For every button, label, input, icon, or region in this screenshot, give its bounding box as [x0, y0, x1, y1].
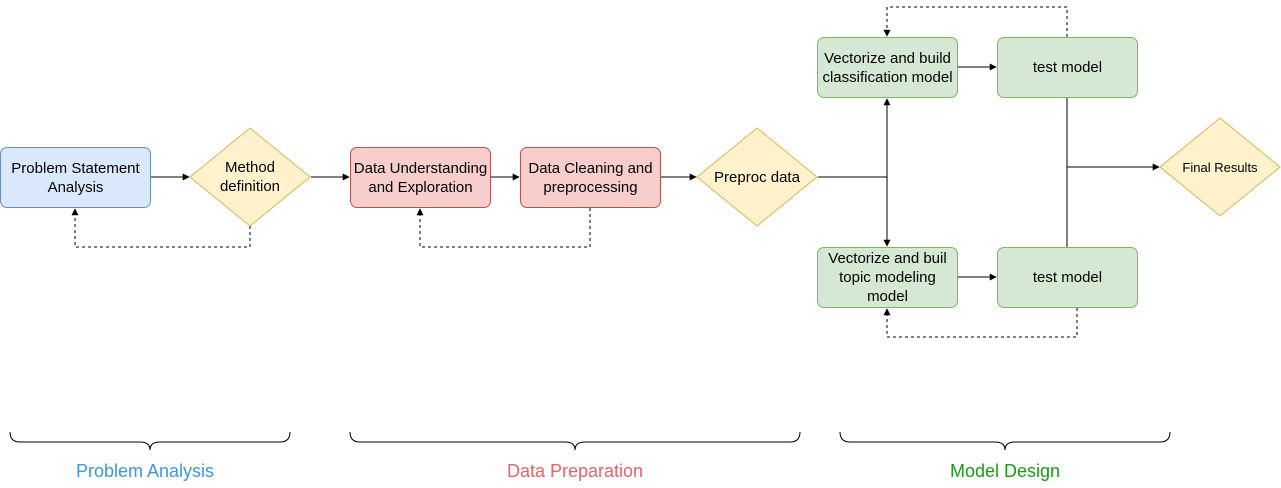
feedback-cleaning-to-understanding	[416, 208, 591, 248]
feedback-method-to-problem	[71, 208, 251, 248]
vectorize-topic-box[interactable]: Vectorize and buil topic modeling model	[817, 247, 958, 308]
vectorize-classification-label: Vectorize and build classification model	[822, 49, 953, 86]
vectorize-classification-box[interactable]: Vectorize and build classification model	[817, 37, 958, 98]
preproc-data-diamond[interactable]	[696, 127, 818, 227]
feedback-test-to-classification	[883, 6, 1068, 37]
final-results-label: Final Results	[1182, 159, 1258, 175]
brace-data-preparation	[349, 431, 801, 451]
test-model-bottom-label: test model	[1032, 269, 1103, 286]
data-cleaning-label: Data Cleaning and preprocessing	[528, 159, 653, 196]
test-model-bottom-box[interactable]: test model	[997, 247, 1138, 308]
phase-problem-analysis: Problem Analysis	[75, 461, 215, 481]
method-definition-label: Method definition	[219, 159, 281, 195]
phase-data-preparation: Data Preparation	[506, 461, 644, 481]
problem-statement-label: Problem Statement Analysis	[11, 159, 140, 196]
data-understanding-label: Data Understanding and Exploration	[353, 159, 488, 196]
brace-model-design	[839, 431, 1171, 451]
problem-statement-box[interactable]: Problem Statement Analysis	[0, 147, 151, 208]
test-model-top-box[interactable]: test model	[997, 37, 1138, 98]
feedback-test-to-topic	[883, 308, 1078, 338]
brace-problem-analysis	[9, 431, 291, 451]
test-model-top-label: test model	[1032, 59, 1103, 76]
data-understanding-box[interactable]: Data Understanding and Exploration	[350, 147, 491, 208]
vectorize-topic-label: Vectorize and buil topic modeling model	[828, 250, 947, 305]
preproc-data-label: Preproc data	[714, 168, 800, 186]
final-results-diamond[interactable]	[1159, 117, 1281, 217]
data-cleaning-box[interactable]: Data Cleaning and preprocessing	[520, 147, 661, 208]
phase-model-design: Model Design	[949, 461, 1061, 481]
